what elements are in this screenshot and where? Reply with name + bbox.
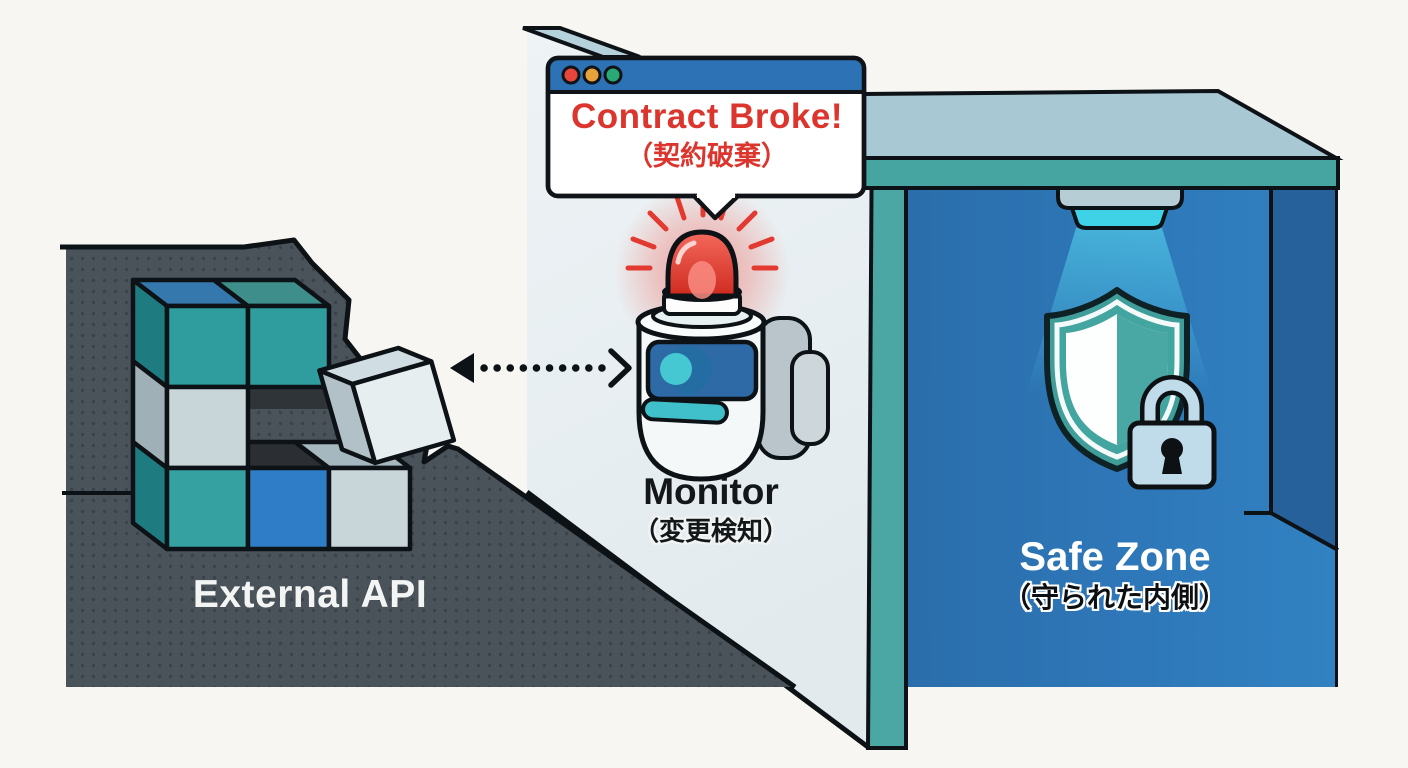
window-dot-red [561,65,581,85]
monitor-label-en: Monitor [643,471,779,512]
camera-stripe [641,397,729,425]
alarm-light-icon [651,229,753,329]
safe-zone-room [868,158,1339,687]
monitor-camera-icon [614,184,830,482]
window-dot-green [603,65,623,85]
window-dot-orange [582,65,602,85]
padlock-icon [1127,375,1217,490]
alert-line1: Contract Broke! [571,97,843,136]
falling-block-icon [317,345,457,466]
ceiling-slab [862,88,1344,190]
monitor-label: Monitor （変更検知） [556,471,866,546]
safe-zone-label: Safe Zone （守られた内側） [948,534,1282,614]
alert-line2: （契約破棄） [626,141,788,172]
monitor-label-jp: （変更検知） [632,515,789,546]
browser-window-icon [545,55,867,221]
dotted-double-arrow-icon [450,348,632,388]
alert-message: Contract Broke! （契約破棄） [552,97,862,172]
speech-tail [691,193,741,221]
camera-lens [645,339,759,402]
external-api-label: External API [192,573,428,616]
safe-zone-label-jp: （守られた内側） [1002,582,1227,613]
safe-zone-label-en: Safe Zone [1019,535,1211,579]
api-blocks-icon [130,277,413,552]
